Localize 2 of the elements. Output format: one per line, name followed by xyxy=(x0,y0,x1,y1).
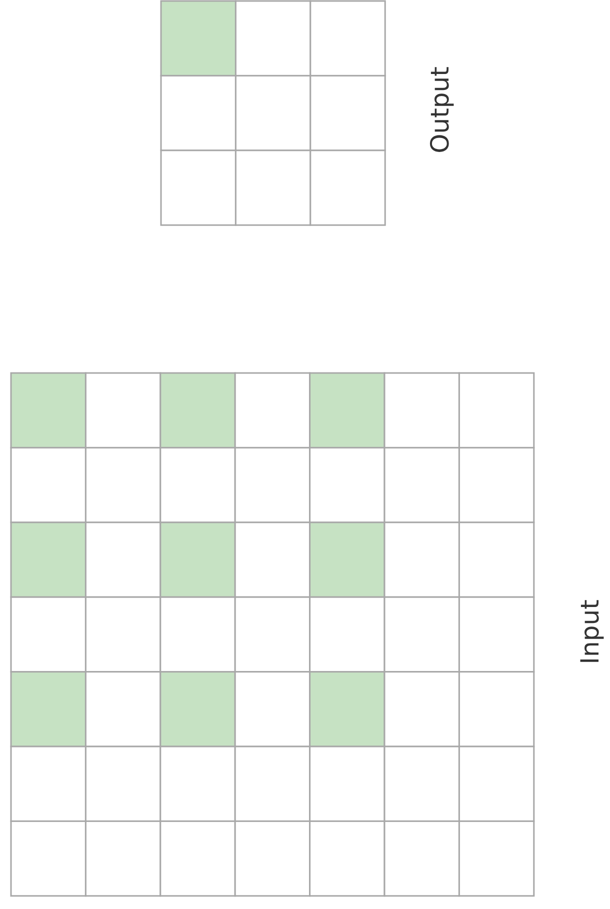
grid-label: Output xyxy=(424,66,456,154)
grid-label: Input xyxy=(574,600,606,664)
